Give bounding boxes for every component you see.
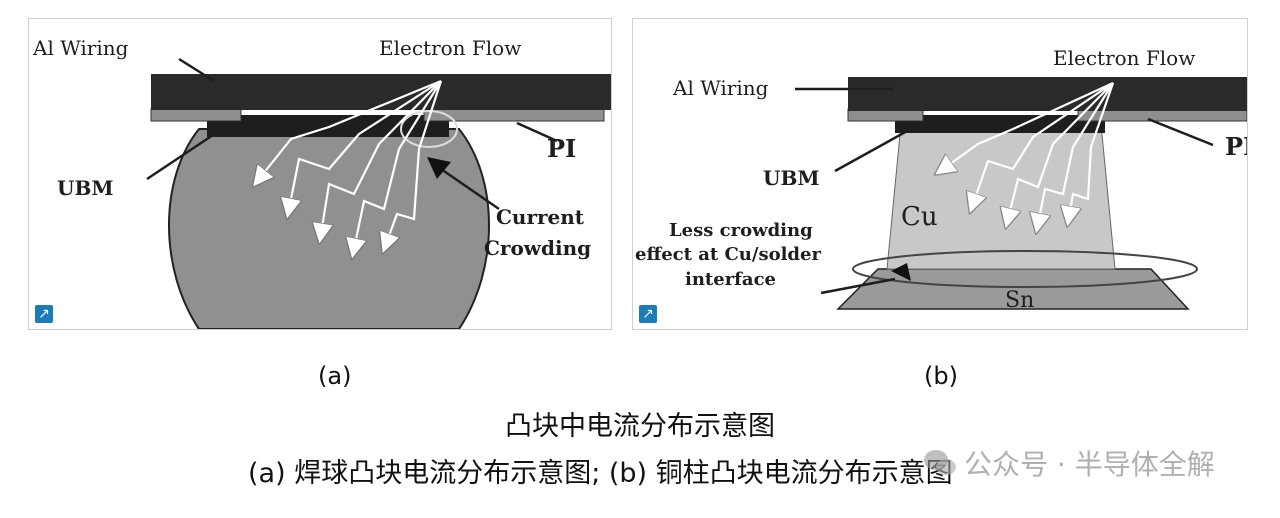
label-less-crowding-1: Less crowding: [669, 220, 813, 241]
solder-ball: [168, 128, 490, 329]
interface-ellipse: [852, 250, 1198, 288]
leader-less-crowding: [820, 277, 896, 295]
pi-layer-right: [423, 108, 605, 122]
figure-caption-title: 凸块中电流分布示意图: [505, 411, 775, 442]
label-current: Current: [496, 205, 585, 229]
label-pi-b: PI: [1225, 132, 1247, 161]
leader-pi-b: [1147, 117, 1214, 147]
leader-ubm-b: [834, 123, 919, 173]
watermark: 公众号 · 半导体全解: [922, 443, 1215, 483]
current-arrowhead: [427, 157, 451, 179]
pi-layer-left: [150, 108, 242, 122]
al-wiring-bar: [151, 74, 611, 110]
leader-al-wiring: [178, 57, 215, 83]
label-electron-flow: Electron Flow: [379, 36, 521, 60]
sn-layer: [836, 268, 1190, 310]
solder-ball-diagram: Al Wiring Electron Flow PI UBM Current C…: [32, 36, 611, 329]
label-ubm-b: UBM: [763, 166, 819, 190]
ubm-layer-b: [895, 115, 1105, 133]
label-pi: PI: [547, 134, 576, 163]
electron-flow-arrows-b: [943, 82, 1115, 224]
ubm-layer: [207, 115, 449, 137]
expand-icon-b[interactable]: ↗: [639, 305, 657, 323]
label-crowding: Crowding: [484, 236, 591, 260]
wechat-icon: [924, 450, 956, 475]
electron-flow-arrows: [259, 79, 443, 249]
leader-ubm: [146, 129, 220, 181]
label-less-crowding-2: effect at Cu/solder: [635, 244, 821, 265]
leader-pi: [516, 121, 558, 143]
watermark-text: 公众号 · 半导体全解: [964, 448, 1215, 481]
diagram-panel-b: Electron Flow Al Wiring PI UBM Cu Less c…: [632, 18, 1248, 330]
figure-caption-detail: (a) 焊球凸块电流分布示意图; (b) 铜柱凸块电流分布示意图: [248, 458, 953, 489]
cu-pillar-diagram: Electron Flow Al Wiring PI UBM Cu Less c…: [635, 46, 1247, 313]
label-al-wiring: Al Wiring: [32, 36, 129, 60]
label-electron-flow-b: Electron Flow: [1053, 46, 1195, 70]
subcaption-b: (b): [924, 362, 958, 390]
expand-icon[interactable]: ↗: [35, 305, 53, 323]
label-ubm: UBM: [57, 176, 113, 200]
crowding-ellipse: [400, 110, 458, 148]
leader-current: [440, 167, 500, 211]
label-sn: Sn: [1005, 288, 1034, 313]
al-wiring-bar-b: [848, 77, 1247, 111]
label-cu: Cu: [901, 202, 938, 232]
interface-arrowhead: [891, 263, 911, 281]
label-less-crowding-3: interface: [685, 269, 776, 290]
label-al-wiring-b: Al Wiring: [672, 76, 769, 100]
subcaption-a: (a): [318, 362, 352, 390]
diagram-panel-a: Al Wiring Electron Flow PI UBM Current C…: [28, 18, 612, 330]
